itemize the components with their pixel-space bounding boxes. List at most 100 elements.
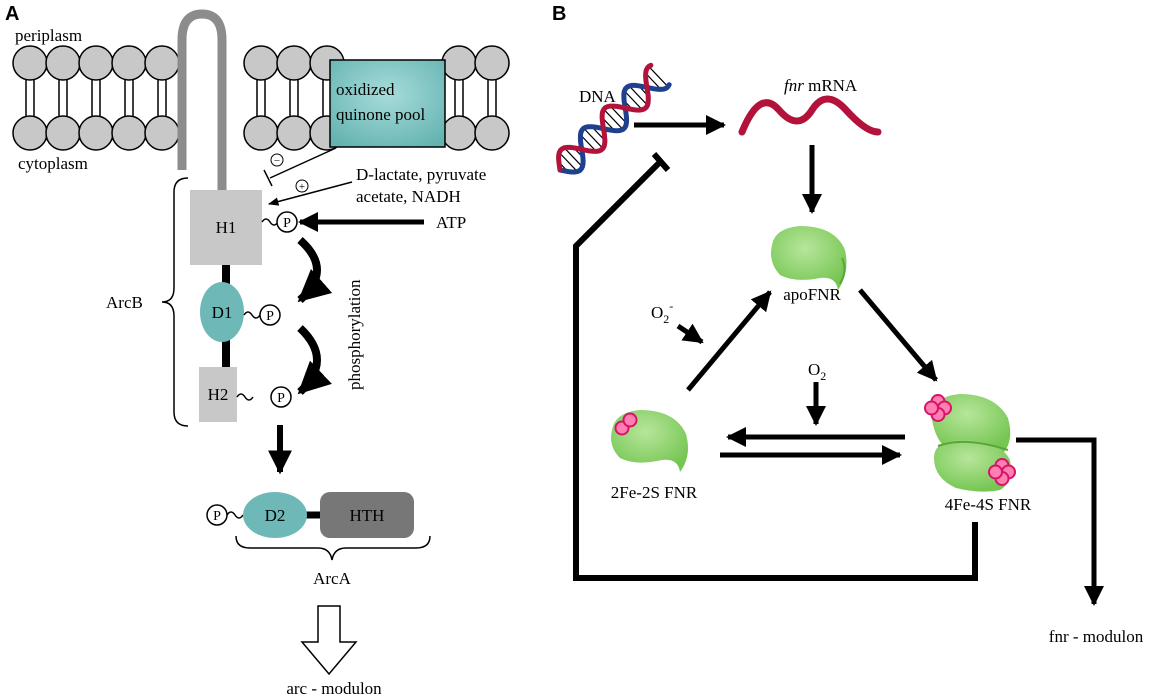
h2-label: H2 [208,385,229,404]
cytoplasm-label: cytoplasm [18,154,88,173]
atp-label: ATP [436,213,466,232]
lipid-head-inner [111,115,147,151]
arcb-label: ArcB [106,293,143,312]
apofnr-label: apoFNR [783,285,841,304]
fnr-2fe2s-label: 2Fe-2S FNR [611,483,698,502]
lipid-head-inner [441,115,477,151]
h2-domain [199,367,237,422]
arcb-brace [161,177,189,427]
plus-sign-text: + [299,181,305,193]
lipid-head-inner [276,115,312,151]
periplasm-label: periplasm [15,26,82,45]
lipid-head-inner [243,115,279,151]
fnr-modulon-label: fnr - modulon [1049,627,1144,646]
quinone-label-line1: oxidized [336,80,395,99]
phospho-transfer-arrow-2 [297,325,332,395]
dna-base-pair [628,85,648,106]
h1-phosphate [276,211,298,233]
activation-arrow [267,181,353,206]
lipid-head-outer [441,45,477,81]
arca-brace [235,535,431,561]
apo-to-4fe-arrow [858,288,938,382]
fnr-4fe4s-interface [937,440,1009,451]
dna-base-pair [580,134,597,152]
arc-modulon-label: arc - modulon [286,679,382,698]
lipid-head-outer [45,45,81,81]
d1-domain [200,282,244,342]
arcb-transmembrane-segment [177,9,227,190]
panel-label-a: A [5,3,19,25]
dna-base-pair [648,66,669,88]
iron-sulfur-atom [924,400,939,416]
dna-base-pair [624,90,643,111]
fnr-4fe4s-label: 4Fe-4S FNR [945,495,1032,514]
dna-base-pair [609,105,627,124]
quinone-pool-box [329,59,446,148]
inhibition-bar [263,169,273,187]
h1-label: H1 [216,218,237,237]
lipid-head-inner [12,115,48,151]
dna-base-pair [603,108,624,130]
dna-strand-blue [557,82,672,175]
iron-sulfur-atom [622,412,638,428]
lipid-head-inner [144,115,180,151]
fnr-autorepression-bar [651,152,671,172]
fnr-autorepression-line [573,159,978,581]
lipid-head-outer [144,45,180,81]
dna-strand-red [556,62,654,173]
hth-domain [320,492,414,538]
lipid-head-outer [78,45,114,81]
4fe4s-cluster-bottom [988,458,1016,486]
apofnr-shade [839,257,846,285]
phospho-transfer-arrow-1 [297,237,333,303]
dna-base-pair [558,152,578,172]
fnr-mrna-wave [738,95,882,136]
fnr-mrna-label: fnr mRNA [784,76,858,95]
h1-phospho-linker [261,218,279,226]
h2-phospho-linker [236,393,254,401]
oxygen-label: O2 [808,360,826,383]
d2-phospho-linker [226,511,244,519]
dna-base-pair [563,147,583,168]
dna-label: DNA [579,87,617,106]
lipid-head-outer [474,45,510,81]
4fe4s-cluster-top [924,394,952,422]
arca-label: ArcA [313,569,351,588]
apofnr-protein [771,226,847,290]
lipid-head-outer [111,45,147,81]
d2-phosphate-text: P [213,509,221,524]
h2-phosphate [270,386,292,408]
dna-base-pair [583,127,604,149]
minus-sign [270,153,284,167]
dna-helix [556,62,672,175]
fnr-modulon-arrow [1016,437,1104,606]
d1-phospho-linker [243,311,261,319]
d2-label: D2 [265,506,286,525]
h1-domain [190,190,262,265]
lipid-bilayer [12,45,510,151]
d1-phosphate-text: P [266,309,274,324]
dna-base-pair [645,72,662,90]
minus-sign-text: − [274,155,280,167]
phosphorylation-label: phosphorylation [345,279,364,390]
h2-phosphate-text: P [277,391,285,406]
lipid-head-inner [474,115,510,151]
lipid-head-outer [243,45,279,81]
h1-phosphate-text: P [283,216,291,231]
hth-label: HTH [350,506,385,525]
lipid-head-outer [12,45,48,81]
lipid-head-inner [78,115,114,151]
2fe2s-cluster [614,412,638,436]
superoxide-label: O2- [651,299,673,326]
iron-sulfur-atom [988,464,1003,480]
superoxide-arrow [676,323,704,345]
lipid-head-inner [45,115,81,151]
arca-to-modulon-arrow [300,605,358,676]
quinone-label-line2: quinone pool [336,105,426,124]
plus-sign [295,179,309,193]
fnr-4fe4s-protein-bottom [934,440,1011,492]
d2-domain [243,492,307,538]
inhibition-line [269,147,337,179]
2fe-to-apo-arrow [686,290,772,392]
